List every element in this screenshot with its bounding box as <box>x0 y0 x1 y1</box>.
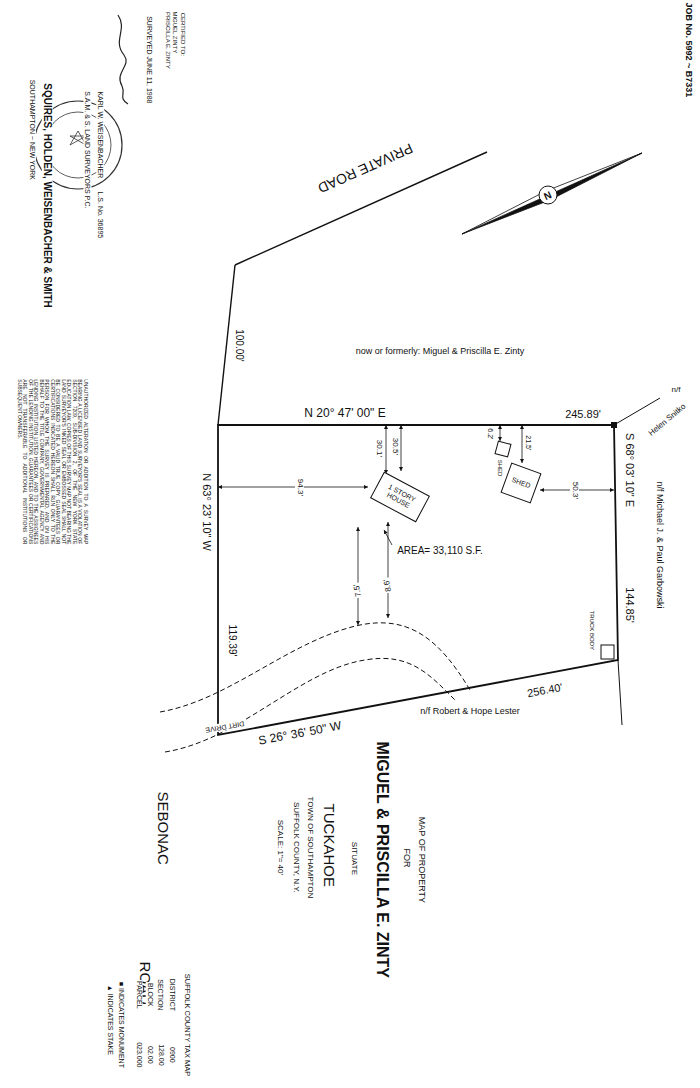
certification: PRISCILLA E. ZINTY <box>164 11 171 70</box>
bearing-label: N 63° 23' 10" W <box>201 472 213 552</box>
feature-label: TRUCK BODY <box>589 609 596 650</box>
north-arrow <box>539 186 557 204</box>
dimension-label: 8.6' <box>382 577 393 593</box>
title-block: FOR <box>401 847 411 868</box>
drive-edge <box>165 658 455 752</box>
title-block: MIGUEL & PRISCILLA E. ZINTY <box>373 741 391 979</box>
area-label: AREA= 33,110 S.F. <box>396 545 484 556</box>
box-label: SHED <box>511 476 532 490</box>
north-arrow <box>462 153 642 234</box>
distance-label: 100.00' <box>234 328 245 363</box>
dimension-label: 6.2' <box>487 427 495 440</box>
title-block: SCALE: 1"= 40' <box>276 818 285 875</box>
bearing-label: N 20° 47' 00" E <box>303 407 386 420</box>
dimension-label: 7.5' <box>352 582 363 598</box>
tax-map: PARCEL <box>135 980 143 1010</box>
title-block: TOWN OF SOUTHAMPTON <box>306 795 315 899</box>
shed-outline: SHED <box>500 462 541 503</box>
distance-label: 119.39' <box>227 623 238 657</box>
title-block: MAP OF PROPERTY <box>416 816 426 904</box>
job-number: JOB No. 5992 ~ B7331 <box>683 2 693 99</box>
dimension-line <box>386 425 387 474</box>
tax-map: SECTION <box>157 978 165 1011</box>
owner-label: Helen Snitko <box>647 401 689 438</box>
tax-map: 0900 <box>168 1046 176 1064</box>
lot-line <box>614 398 660 425</box>
monument-mark <box>611 422 617 428</box>
dimension-line <box>522 425 523 463</box>
dimension-label: 50.3' <box>571 480 580 499</box>
legal-note: UNAUTHORIZED ALTERATION OR ADDITION TO A… <box>16 379 88 546</box>
title-block: TUCKAHOE <box>321 802 338 887</box>
lot-line <box>218 265 235 425</box>
tax-map: 128.00 <box>157 1043 165 1066</box>
firm-address: SOUTHAMPTON ~ NEW YORK <box>28 79 36 181</box>
bearing-label: S 68° 03' 10" E <box>624 432 636 508</box>
owner-label: n/f Michael J. & Paul Garbowski <box>655 480 665 609</box>
owner-label: now or formerly: Miguel & Priscilla E. Z… <box>355 347 526 357</box>
tax-map: 02.00 <box>146 1045 154 1065</box>
dimension-line <box>358 527 359 625</box>
legend-note: ■ INDICATES MONUMENT <box>117 981 125 1069</box>
road-name: PRIVATE ROAD <box>314 140 415 196</box>
dimension-label: 94.3' <box>296 477 305 496</box>
signature <box>118 15 128 104</box>
dimension-label: 21.5' <box>524 435 532 452</box>
lot-line <box>618 660 622 725</box>
distance-label: 245.89' <box>564 408 602 420</box>
certification: MIGUEL ZINTY <box>172 10 179 54</box>
shed-outline: SHED <box>494 440 511 457</box>
firm-name: S.A.M. & S. LAND SURVEYORS P.C. <box>84 90 92 209</box>
dimension-line <box>500 425 501 441</box>
legend-note: ▲ INDICATES STAKE <box>106 984 114 1056</box>
dimension-line <box>401 425 402 471</box>
tax-map: SUFFOLK COUNTY TAX MAP <box>183 973 191 1078</box>
surveyor-name: KARL W. WEISENBACHER <box>96 91 104 180</box>
owner-label: n/f Robert & Hope Lester <box>419 707 521 717</box>
title-block: SUFFOLK COUNTY, N.Y. <box>291 801 300 894</box>
parcel-outline <box>218 425 618 735</box>
certification: CERTIFIED TO: <box>180 11 187 56</box>
tax-map: DISTRICT <box>168 978 176 1012</box>
distance-label: 256.40' <box>525 681 564 700</box>
tax-map: BLOCK <box>146 982 154 1008</box>
tax-map: 023.000 <box>135 1041 143 1068</box>
box-label: 1 STORY HOUSE <box>379 481 422 513</box>
drive-edge <box>160 623 470 712</box>
title-block: SITUATE <box>350 840 359 875</box>
firm-name: SQUIRES, HOLDEN, WEISENBACHER & SMITH <box>42 82 53 308</box>
box-label: SHED <box>496 460 503 477</box>
dimension-label: 30.5' <box>391 436 400 455</box>
truck-body <box>601 645 614 659</box>
feature-label: DIRT DRIVE <box>204 720 246 735</box>
leader-line <box>384 530 392 545</box>
distance-label: 144.85' <box>624 586 636 624</box>
dimension-line <box>218 487 368 488</box>
north-arrow <box>462 153 642 234</box>
owner-label: n/f <box>671 386 682 395</box>
dimension-label: 30.1' <box>375 438 384 457</box>
license-number: L.S. No. 36895 <box>96 191 104 240</box>
house-outline: 1 STORY HOUSE <box>370 472 430 523</box>
road-name: SEBONAC <box>155 790 172 865</box>
bearing-label: S 26° 36' 50" W <box>256 720 343 749</box>
survey-date: SURVEYED JUNE 11, 1988 <box>146 15 154 104</box>
